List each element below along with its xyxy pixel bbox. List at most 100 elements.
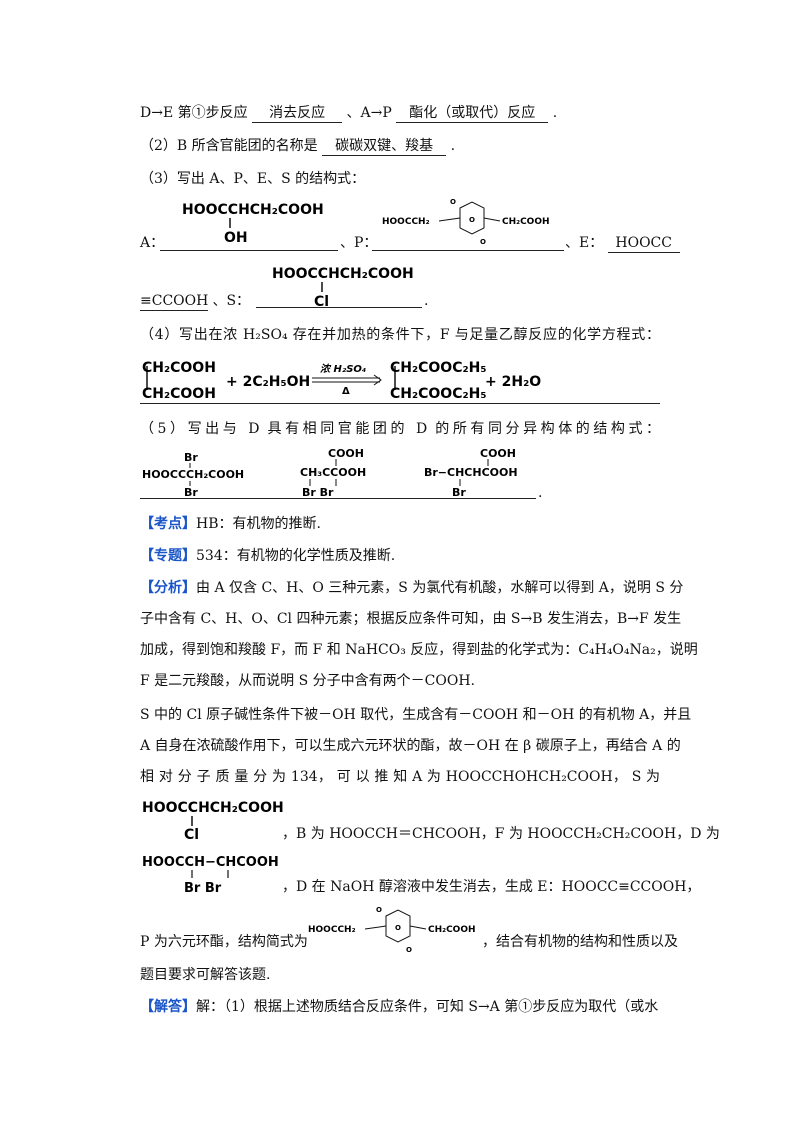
q1-mid: 、A→P bbox=[346, 105, 392, 121]
fenxi-s-structure: HOOCCHCH₂COOH Cl bbox=[140, 796, 290, 846]
fenxi-text-7: 相 对 分 子 质 量 分 为 134， 可 以 推 知 A 为 HOOCCHO… bbox=[140, 769, 660, 785]
jieda-line: 【解答】解：（1）根据上述物质结合反应条件，可知 S→A 第①步反应为取代（或水 bbox=[140, 998, 658, 1016]
fenxi-d-main: HOOCCH−CHCOOH bbox=[142, 855, 279, 870]
label-e: 、E： bbox=[565, 235, 604, 251]
condition-top: 浓 H₂SO₄ bbox=[320, 363, 366, 375]
q4-line: （4）写出在浓 H₂SO₄ 存在并加热的条件下，F 与足量乙醇反应的化学方程式： bbox=[140, 326, 660, 344]
fenxi-ring-oxygen-1: O bbox=[395, 924, 401, 932]
kaodian-line: 【考点】HB：有机物的推断. bbox=[140, 515, 321, 533]
structure-s-main: HOOCCHCH₂COOH bbox=[272, 266, 414, 282]
fenxi-ring-left: HOOCCH₂ bbox=[308, 925, 356, 935]
kaodian-tag: 【考点】 bbox=[140, 516, 196, 532]
zhuanti-text: 534：有机物的化学性质及推断. bbox=[196, 548, 396, 564]
fenxi-line-10b: ，结合有机物的结构和性质以及 bbox=[482, 934, 678, 950]
fenxi-ring-oxygen-2: O bbox=[376, 906, 382, 914]
product-bottom: CH₂COOC₂H₅ bbox=[390, 386, 486, 402]
q1-answer-1: 消去反应 bbox=[252, 104, 343, 123]
q3-answer-line-1: A： bbox=[140, 234, 164, 252]
fenxi-line-7: 相 对 分 子 质 量 分 为 134， 可 以 推 知 A 为 HOOCCHO… bbox=[140, 768, 660, 786]
isomer-1-top: Br bbox=[184, 451, 198, 464]
structure-s: HOOCCHCH₂COOH Cl bbox=[270, 262, 440, 312]
label-a: A： bbox=[140, 235, 165, 251]
fenxi-ring-right: CH₂COOH bbox=[428, 925, 476, 935]
zhuanti-tag: 【专题】 bbox=[140, 548, 196, 564]
q3-end: . bbox=[424, 293, 429, 309]
fenxi-d-sub: Br Br bbox=[184, 881, 222, 896]
isomer-1-bottom: Br bbox=[184, 486, 198, 498]
fenxi-d-structure: HOOCCH−CHCOOH Br Br bbox=[140, 850, 290, 900]
ring-oxygen-3: O bbox=[480, 238, 486, 246]
fenxi-line-8: ，B 为 HOOCCH＝CHCOOH，F 为 HOOCCH₂CH₂COOH，D … bbox=[282, 826, 720, 842]
label-p-wrap: 、P： bbox=[340, 234, 377, 252]
q2-text: （2）B 所含官能团的名称是 bbox=[140, 138, 318, 154]
fenxi-line-5: S 中的 Cl 原子碱性条件下被－OH 取代，生成含有－COOH 和－OH 的有… bbox=[140, 707, 692, 723]
kaodian-text: HB：有机物的推断. bbox=[196, 516, 321, 532]
product-top: CH₂COOC₂H₅ bbox=[390, 360, 486, 376]
fenxi-s-sub: Cl bbox=[184, 827, 199, 842]
ring-left-group: HOOCCH₂ bbox=[382, 217, 430, 227]
fenxi-line-6: A 自身在浓硫酸作用下，可以生成六元环状的酯，故－OH 在 β 碳原子上，再结合… bbox=[140, 738, 681, 754]
fenxi-line-11: 题目要求可解答该题. bbox=[140, 967, 271, 983]
jieda-tag: 【解答】 bbox=[140, 999, 196, 1015]
isomer-3-bottom: Br bbox=[452, 486, 466, 499]
q4-equation: CH₂COOH CH₂COOH + 2C₂H₅OH 浓 H₂SO₄ Δ CH₂C… bbox=[140, 356, 560, 406]
reactant-bottom: CH₂COOH bbox=[142, 386, 216, 402]
q5-end: . bbox=[538, 485, 543, 501]
q3-heading: （3）写出 A、P、E、S 的结构式： bbox=[140, 171, 366, 187]
q5-text: （5）写出与 D 具有相同官能团的 D 的所有同分异构体的结构式： bbox=[140, 421, 660, 437]
structure-p-ring: HOOCCH₂ O O O CH₂COOH bbox=[382, 196, 562, 250]
fenxi-ring-structure: HOOCCH₂ O O O CH₂COOH bbox=[308, 904, 488, 958]
plus-ethanol: + 2C₂H₅OH bbox=[226, 374, 310, 390]
label-p: 、P： bbox=[340, 235, 378, 251]
fenxi-line-2: 子中含有 C、H、O、Cl 四种元素；根据反应条件可知，由 S→B 发生消去，B… bbox=[140, 611, 682, 627]
isomer-1-main: HOOCCCH₂COOH bbox=[142, 468, 244, 481]
isomer-2-top: COOH bbox=[328, 447, 364, 460]
fenxi-tag: 【分析】 bbox=[140, 580, 196, 596]
blank-a bbox=[160, 250, 338, 251]
fenxi-s-main: HOOCCHCH₂COOH bbox=[142, 800, 284, 816]
fenxi-line-3: 加成，得到饱和羧酸 F，而 F 和 NaHCO₃ 反应，得到盐的化学式为：C₄H… bbox=[140, 642, 698, 658]
jieda-text: 解：（1）根据上述物质结合反应条件，可知 S→A 第①步反应为取代（或水 bbox=[196, 999, 659, 1015]
blank-s bbox=[256, 307, 422, 308]
isomer-3: COOH Br−CHCHCOOH Br bbox=[424, 446, 554, 504]
q5-underline bbox=[140, 498, 536, 499]
q2-end: . bbox=[450, 138, 456, 154]
structure-a-main: HOOCCHCH₂COOH bbox=[182, 202, 324, 218]
condition-bottom: Δ bbox=[342, 386, 350, 397]
q1-line: D→E 第①步反应 消去反应 、A→P 酯化（或取代）反应 . bbox=[140, 104, 557, 123]
q1-prefix: D→E 第①步反应 bbox=[140, 105, 248, 121]
q2-line: （2）B 所含官能团的名称是 碳碳双键、羧基 . bbox=[140, 137, 455, 156]
q1-end: . bbox=[552, 105, 558, 121]
fenxi-line-9: ，D 在 NaOH 醇溶液中发生消去，生成 E：HOOCC≡CCOOH， bbox=[282, 879, 701, 895]
ring-right-group: CH₂COOH bbox=[502, 217, 550, 227]
structure-s-sub: Cl bbox=[314, 294, 329, 308]
zhuanti-line: 【专题】534：有机物的化学性质及推断. bbox=[140, 547, 395, 565]
label-s: 、S： bbox=[212, 293, 251, 309]
q2-answer: 碳碳双键、羧基 bbox=[322, 137, 447, 156]
q3-answer-line-2: ≡CCOOH 、S： bbox=[140, 292, 250, 311]
structure-a-sub: OH bbox=[224, 230, 248, 244]
q4-underline bbox=[140, 403, 660, 404]
fenxi-line-10a: P 为六元环酯，结构简式为 bbox=[140, 934, 308, 950]
plus-water: + 2H₂O bbox=[485, 374, 541, 390]
reactant-top: CH₂COOH bbox=[142, 360, 216, 376]
q4-text: （4）写出在浓 H₂SO₄ 存在并加热的条件下，F 与足量乙醇反应的化学方程式： bbox=[140, 327, 660, 343]
isomer-2: COOH CH₃CCOOH Br Br bbox=[300, 446, 410, 504]
isomer-3-main: Br−CHCHCOOH bbox=[424, 466, 518, 479]
blank-p bbox=[372, 250, 564, 251]
q1-answer-2: 酯化（或取代）反应 bbox=[396, 104, 549, 123]
isomer-1: Br HOOCCCH₂COOH Br bbox=[140, 450, 280, 502]
ring-oxygen-2: O bbox=[450, 198, 456, 206]
ring-oxygen-1: O bbox=[469, 216, 475, 224]
fenxi-text-1: 由 A 仅含 C、H、O 三种元素，S 为氯代有机酸，水解可以得到 A，说明 S… bbox=[196, 580, 684, 596]
fenxi-line-1: 【分析】由 A 仅含 C、H、O 三种元素，S 为氯代有机酸，水解可以得到 A，… bbox=[140, 579, 683, 597]
fenxi-ring-oxygen-3: O bbox=[406, 946, 412, 954]
e-answer-part1: HOOCC bbox=[607, 234, 680, 253]
structure-a: HOOCCHCH₂COOH OH bbox=[180, 198, 350, 248]
fenxi-line-4: F 是二元羧酸，从而说明 S 分子中含有两个－COOH. bbox=[140, 673, 475, 689]
isomer-2-main: CH₃CCOOH bbox=[300, 466, 366, 479]
isomer-2-bottom: Br Br bbox=[302, 486, 334, 499]
label-e-wrap: 、E： HOOCC bbox=[565, 234, 680, 253]
isomer-3-top: COOH bbox=[480, 447, 516, 460]
e-answer-part2: ≡CCOOH bbox=[140, 293, 209, 311]
